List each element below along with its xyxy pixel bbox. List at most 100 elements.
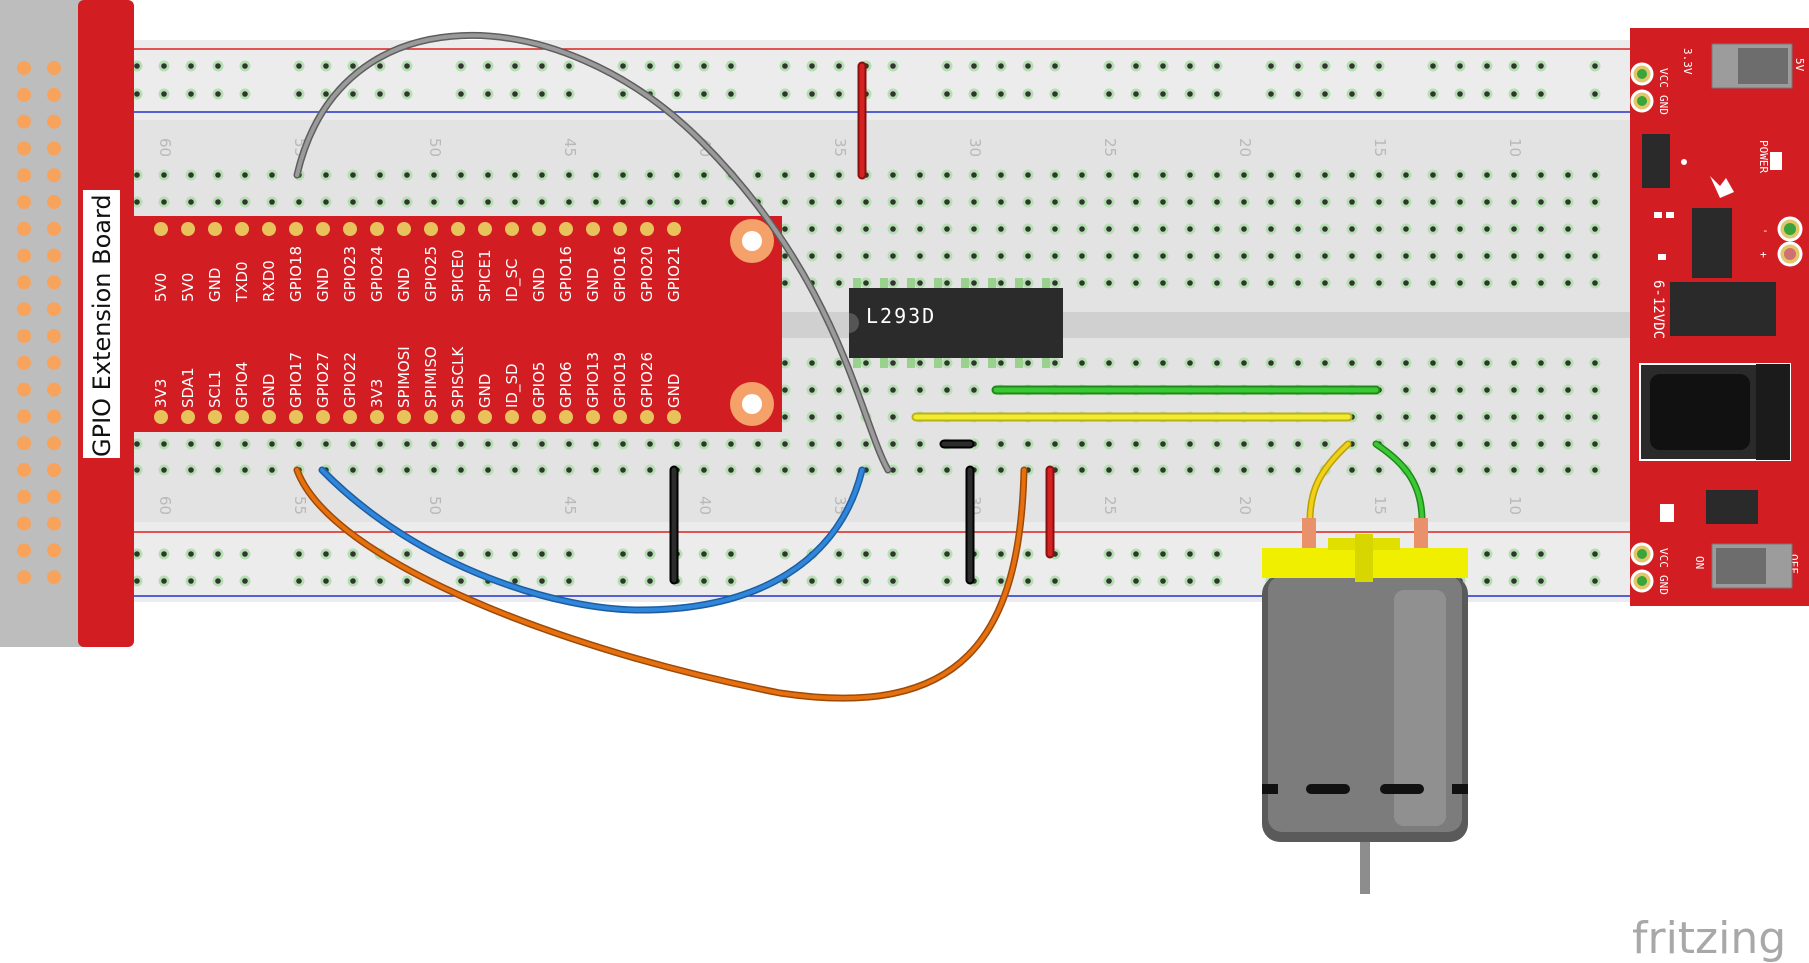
gpio-pin <box>667 222 681 236</box>
column-number: 15 <box>1371 496 1389 515</box>
motor-shaft <box>1360 842 1370 894</box>
diode-block <box>1670 282 1776 336</box>
gpio-pin <box>235 222 249 236</box>
gpio-bottom-pin-label: GND <box>260 374 278 408</box>
ribbon-pin <box>47 543 61 558</box>
gpio-pin <box>640 222 654 236</box>
ribbon-pin <box>47 141 61 156</box>
chip-pins <box>853 278 1050 368</box>
gpio-top-pin-label: SPICE1 <box>476 250 494 303</box>
gpio-pin <box>532 222 546 236</box>
ribbon-pin <box>17 248 31 263</box>
regulator <box>1642 134 1670 188</box>
gpio-top-pin-label: RXD0 <box>260 260 278 302</box>
ribbon-pin <box>47 302 61 317</box>
gnd-top-label: GND <box>1657 95 1670 115</box>
dc-input-label: 6-12VDC <box>1650 280 1666 339</box>
vcc-top-label: VCC <box>1657 68 1670 88</box>
ribbon-pin <box>47 275 61 290</box>
column-number: 10 <box>1506 496 1524 515</box>
chip-pin <box>880 356 888 368</box>
column-number: 45 <box>561 496 579 515</box>
ribbon-pin <box>17 489 31 504</box>
gpio-bottom-pin-label: SDA1 <box>179 367 197 408</box>
gpio-pin <box>208 222 222 236</box>
column-number: 20 <box>1236 138 1254 157</box>
ribbon-pin <box>47 382 61 397</box>
ribbon-pin <box>17 543 31 558</box>
blue-wire-core <box>320 468 864 613</box>
ribbon-pin <box>17 114 31 129</box>
ribbon-pin <box>17 61 31 75</box>
gpio-bottom-pin-label: GPIO19 <box>611 352 629 408</box>
ribbon-pin <box>17 168 31 183</box>
gpio-pin <box>208 410 222 424</box>
column-number: 10 <box>1506 138 1524 157</box>
v33-label: 3.3V <box>1681 48 1694 75</box>
gpio-pin <box>289 410 303 424</box>
gpio-extension-board-title: GPIO Extension Board <box>88 194 116 457</box>
gpio-bottom-pin-label: GND <box>665 374 683 408</box>
chip-pin <box>907 356 915 368</box>
power-label: POWER <box>1757 140 1770 173</box>
ribbon-pin <box>47 195 61 209</box>
gpio-pin <box>397 410 411 424</box>
gray-wire-core <box>295 33 890 472</box>
ribbon-pin <box>17 195 31 209</box>
ribbon-pin <box>47 329 61 343</box>
column-number: 25 <box>1101 496 1119 515</box>
gpio-top-pin-label: GND <box>206 268 224 302</box>
gpio-pin <box>262 222 276 236</box>
chip-pin <box>853 278 861 290</box>
gpio-bottom-pin-label: SPISCLK <box>449 346 467 408</box>
gpio-top-pin-label: GPIO23 <box>341 246 359 302</box>
motor-terminal-right <box>1414 518 1428 548</box>
minus-label: - <box>1762 224 1769 237</box>
gpio-top-pin-label: 5V0 <box>152 273 170 302</box>
gpio-bottom-pin-label: SCL1 <box>206 370 224 408</box>
gpio-pin <box>451 410 465 424</box>
ribbon-pin <box>47 114 61 129</box>
gpio-top-pin-label: TXD0 <box>233 261 251 303</box>
gpio-pin <box>586 410 600 424</box>
gpio-pin <box>613 410 627 424</box>
gpio-bottom-pin-label: GPIO5 <box>530 362 548 408</box>
gpio-bottom-pin-label: GND <box>476 374 494 408</box>
ribbon-pin <box>47 61 61 75</box>
ribbon-pin <box>17 436 31 451</box>
gpio-bottom-pin-label: ID_SD <box>503 363 522 408</box>
ribbon-pin <box>47 570 61 585</box>
column-number: 55 <box>291 496 309 515</box>
column-number: 25 <box>1101 138 1119 157</box>
dc-motor <box>1262 440 1468 894</box>
plus-label: + <box>1760 248 1767 261</box>
gpio-pin <box>235 410 249 424</box>
v5-label: 5V <box>1793 58 1806 72</box>
chip-pin <box>961 278 969 290</box>
gpio-pin <box>397 222 411 236</box>
ribbon-pin <box>47 489 61 504</box>
gpio-pin <box>451 222 465 236</box>
gpio-top-pin-label: GPIO16 <box>557 246 575 302</box>
chip-pin <box>961 356 969 368</box>
chip-pin <box>880 278 888 290</box>
column-number: 50 <box>426 138 444 157</box>
column-number: 40 <box>696 496 714 515</box>
gpio-pin <box>370 410 384 424</box>
gpio-pin <box>181 222 195 236</box>
gpio-bottom-pin-label: GPIO17 <box>287 352 305 408</box>
capacitor <box>1692 208 1732 278</box>
gpio-bottom-pin-label: SPIMOSI <box>395 346 413 408</box>
gpio-top-pin-label: GPIO24 <box>368 246 386 302</box>
chip-pin <box>1015 278 1023 290</box>
vcc-bottom-label: VCC <box>1657 548 1670 568</box>
ribbon-pin <box>17 516 31 531</box>
ribbon-pin <box>17 409 31 424</box>
chip-label: L293D <box>866 304 936 328</box>
gpio-pin <box>640 410 654 424</box>
chip-pin <box>1042 278 1050 290</box>
top-power-rail <box>130 40 1630 120</box>
ribbon-pin <box>17 221 31 236</box>
